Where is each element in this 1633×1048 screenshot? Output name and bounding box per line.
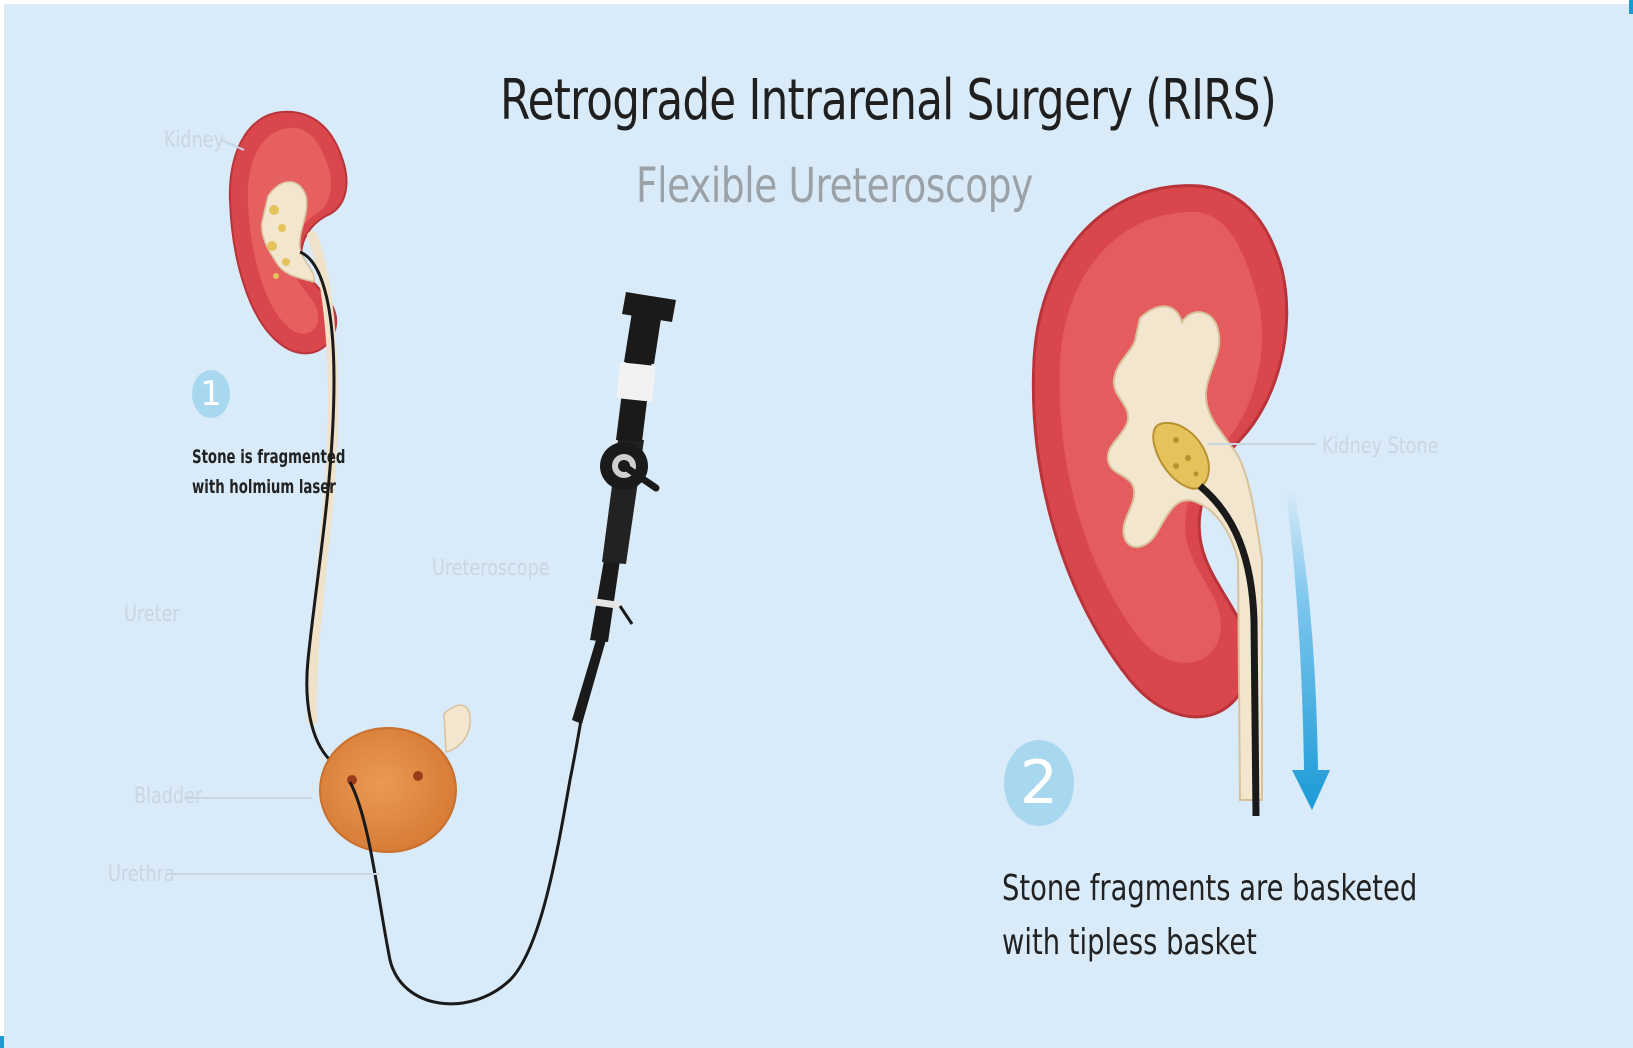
caption-line: Stone is fragmented <box>192 442 345 472</box>
down-arrow-icon <box>1286 490 1330 810</box>
label-ureter: Ureter <box>124 602 180 627</box>
bladder <box>320 705 470 852</box>
label-kidney-stone: Kidney Stone <box>1322 434 1438 459</box>
caption-line: with holmium laser <box>192 472 345 502</box>
label-bladder: Bladder <box>134 784 202 809</box>
ureteroscope <box>572 292 676 724</box>
label-ureteroscope: Ureteroscope <box>432 556 550 581</box>
page-subtitle: Flexible Ureteroscopy <box>636 158 1033 214</box>
page-title: Retrograde Intrarenal Surgery (RIRS) <box>500 68 1276 133</box>
caption-line: Stone fragments are basketed <box>1002 862 1417 916</box>
right-kidney <box>1033 186 1286 800</box>
step-number-1: 1 <box>192 370 230 418</box>
label-urethra: Urethra <box>108 862 175 887</box>
step-caption-2: Stone fragments are basketed with tiples… <box>1002 862 1417 970</box>
step-number-2: 2 <box>1004 740 1074 826</box>
label-kidney: Kidney <box>164 128 224 153</box>
caption-line: with tipless basket <box>1002 916 1417 970</box>
step-caption-1: Stone is fragmented with holmium laser <box>192 442 345 502</box>
